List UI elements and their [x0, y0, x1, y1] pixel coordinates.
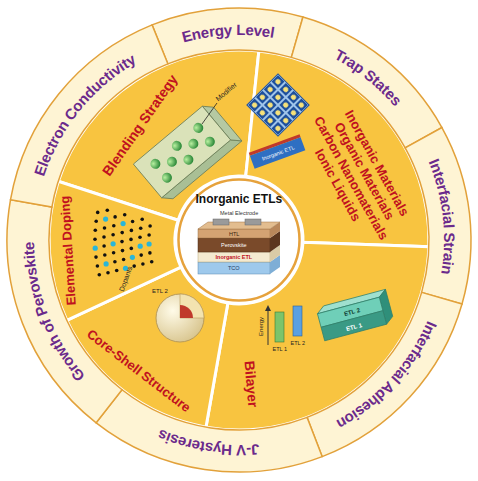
part-label: HTL — [229, 231, 239, 237]
host-dot — [113, 215, 117, 219]
host-dot — [113, 260, 117, 264]
core-shell-sphere — [156, 294, 204, 342]
dopant-dot — [93, 246, 98, 251]
host-dot — [129, 238, 133, 242]
device-stack — [198, 219, 280, 274]
dopant-dot — [138, 244, 143, 249]
host-dot — [147, 233, 151, 237]
ring-label: Energy Level — [180, 20, 276, 45]
host-dot — [130, 247, 134, 251]
strategy-sector-fill — [49, 181, 181, 320]
dopant-dot — [104, 261, 109, 266]
leader-line — [202, 103, 217, 124]
host-dot — [96, 264, 100, 268]
host-dot — [102, 244, 106, 248]
host-dot — [131, 220, 135, 224]
energy-diagram — [268, 306, 302, 345]
host-dot — [122, 258, 126, 262]
dopant-dot — [121, 221, 126, 226]
part-label: ETL 1 — [273, 346, 287, 352]
part-label: TCO — [228, 265, 240, 271]
blend-box — [133, 101, 241, 204]
host-dot — [93, 237, 97, 241]
part-label: ETL 2 — [291, 340, 305, 346]
host-dot — [130, 229, 134, 233]
host-dot — [148, 251, 152, 255]
host-dot — [106, 208, 110, 212]
host-dot — [102, 235, 106, 239]
ring-label: Interfacial Strain — [426, 156, 458, 276]
ring-label: J-V Hysteresis — [155, 427, 260, 460]
part-label: ETL 2 — [152, 288, 168, 295]
host-dot — [150, 260, 154, 264]
dopant-dot — [103, 217, 108, 222]
host-dot — [120, 231, 124, 235]
dopant-dot — [130, 255, 135, 260]
center-circle-fill — [179, 180, 300, 301]
dopant-dot — [111, 241, 116, 246]
host-dot — [94, 228, 98, 232]
dopant-dots — [93, 208, 154, 276]
host-dot — [139, 253, 143, 257]
host-dot — [148, 224, 152, 228]
part-label: Energy — [258, 316, 265, 335]
part-label: Metal Electrode — [220, 210, 258, 216]
etl-bar — [249, 134, 306, 168]
center-title: Inorganic ETLs — [196, 193, 283, 207]
host-dot — [132, 264, 136, 268]
host-dot — [112, 224, 116, 228]
part-label: Inorganic ETL — [216, 254, 253, 260]
bilayer-blocks — [316, 289, 394, 340]
host-dot — [94, 255, 98, 259]
host-dot — [138, 235, 142, 239]
part-label: Perovskite — [221, 242, 247, 248]
host-dot — [121, 249, 125, 253]
host-dot — [111, 233, 115, 237]
host-dot — [139, 226, 143, 230]
host-dot — [106, 271, 110, 275]
host-dot — [96, 211, 100, 215]
lattice — [247, 74, 309, 136]
host-dot — [115, 269, 119, 273]
host-dot — [123, 213, 127, 217]
host-dot — [103, 253, 107, 257]
host-dot — [98, 273, 102, 277]
host-dot — [103, 226, 107, 230]
dopant-dot — [147, 241, 152, 246]
strategy-sector-fill — [206, 242, 429, 430]
host-dot — [140, 218, 144, 222]
host-dot — [94, 219, 98, 223]
host-dot — [120, 240, 124, 244]
host-dot — [112, 251, 116, 255]
host-dot — [141, 262, 145, 266]
